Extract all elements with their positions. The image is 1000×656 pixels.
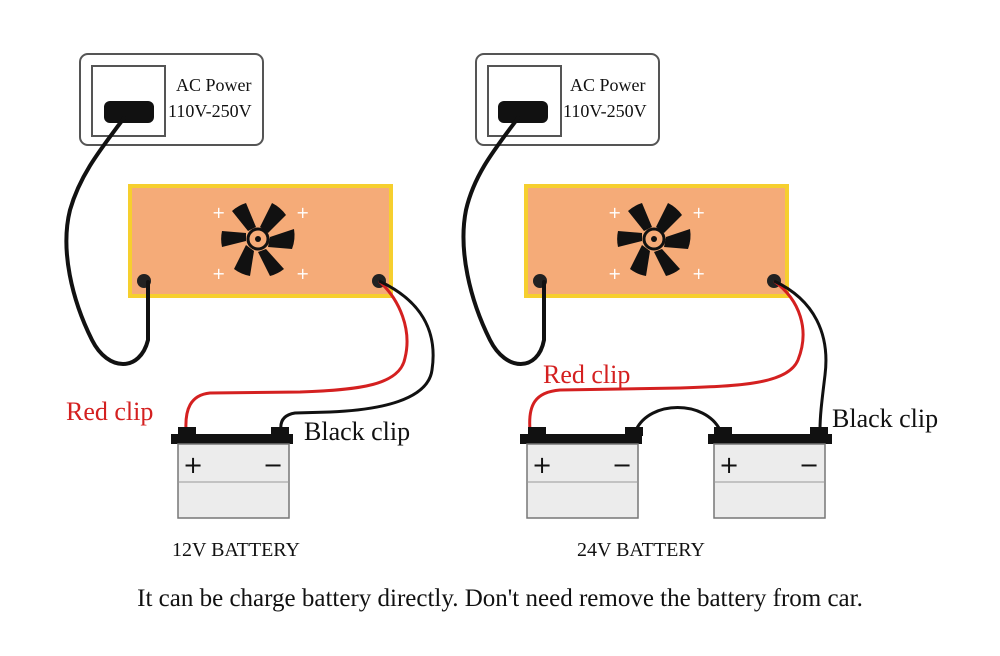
power-cord-left [64, 116, 150, 366]
plus-terminal-icon: + [719, 451, 739, 479]
svg-text:+: + [692, 203, 705, 222]
ac-power-label: AC Power [176, 75, 252, 95]
fan-icon [612, 197, 696, 281]
ac-outlet-right: AC Power 110V-250V [475, 53, 660, 146]
black-wire-right [773, 279, 828, 431]
red-wire-left [184, 279, 409, 431]
plug-icon [104, 101, 154, 123]
power-cord-right [461, 116, 546, 366]
black-wire-left [279, 279, 435, 431]
charger-left: + + + + [128, 184, 393, 298]
minus-terminal-icon: − [263, 451, 283, 479]
battery-12v: + − [171, 427, 293, 519]
red-clip-label: Red clip [543, 360, 630, 389]
minus-terminal-icon: − [612, 451, 632, 479]
svg-text:+: + [212, 203, 225, 222]
battery-label-12v: 12V BATTERY [172, 539, 300, 561]
black-clip-label: Black clip [304, 417, 410, 446]
right-panel: AC Power 110V-250V + + + + [461, 53, 938, 561]
svg-text:+: + [296, 264, 309, 283]
battery-24v-b: + − [708, 427, 832, 519]
ac-power-label: AC Power [570, 75, 646, 95]
svg-text:+: + [692, 264, 705, 283]
caption-text: It can be charge battery directly. Don't… [137, 585, 863, 612]
svg-text:+: + [608, 203, 621, 222]
plug-icon [498, 101, 548, 123]
charger-right: + + + + [524, 184, 789, 298]
left-panel: AC Power 110V-250V + + + + + − [64, 53, 435, 561]
svg-text:+: + [212, 264, 225, 283]
plus-terminal-icon: + [532, 451, 552, 479]
svg-text:+: + [296, 203, 309, 222]
battery-label-24v: 24V BATTERY [577, 539, 705, 561]
ac-voltage-label: 110V-250V [168, 101, 252, 121]
red-wire-right [528, 279, 805, 431]
ac-outlet-left: AC Power 110V-250V [79, 53, 264, 146]
ac-voltage-label: 110V-250V [563, 101, 647, 121]
fan-icon [216, 197, 300, 281]
jumper-wire [634, 406, 722, 431]
black-clip-label: Black clip [832, 404, 938, 433]
red-clip-label: Red clip [66, 397, 153, 426]
svg-text:+: + [608, 264, 621, 283]
minus-terminal-icon: − [799, 451, 819, 479]
battery-24v-a: + − [520, 427, 643, 519]
plus-terminal-icon: + [183, 451, 203, 479]
